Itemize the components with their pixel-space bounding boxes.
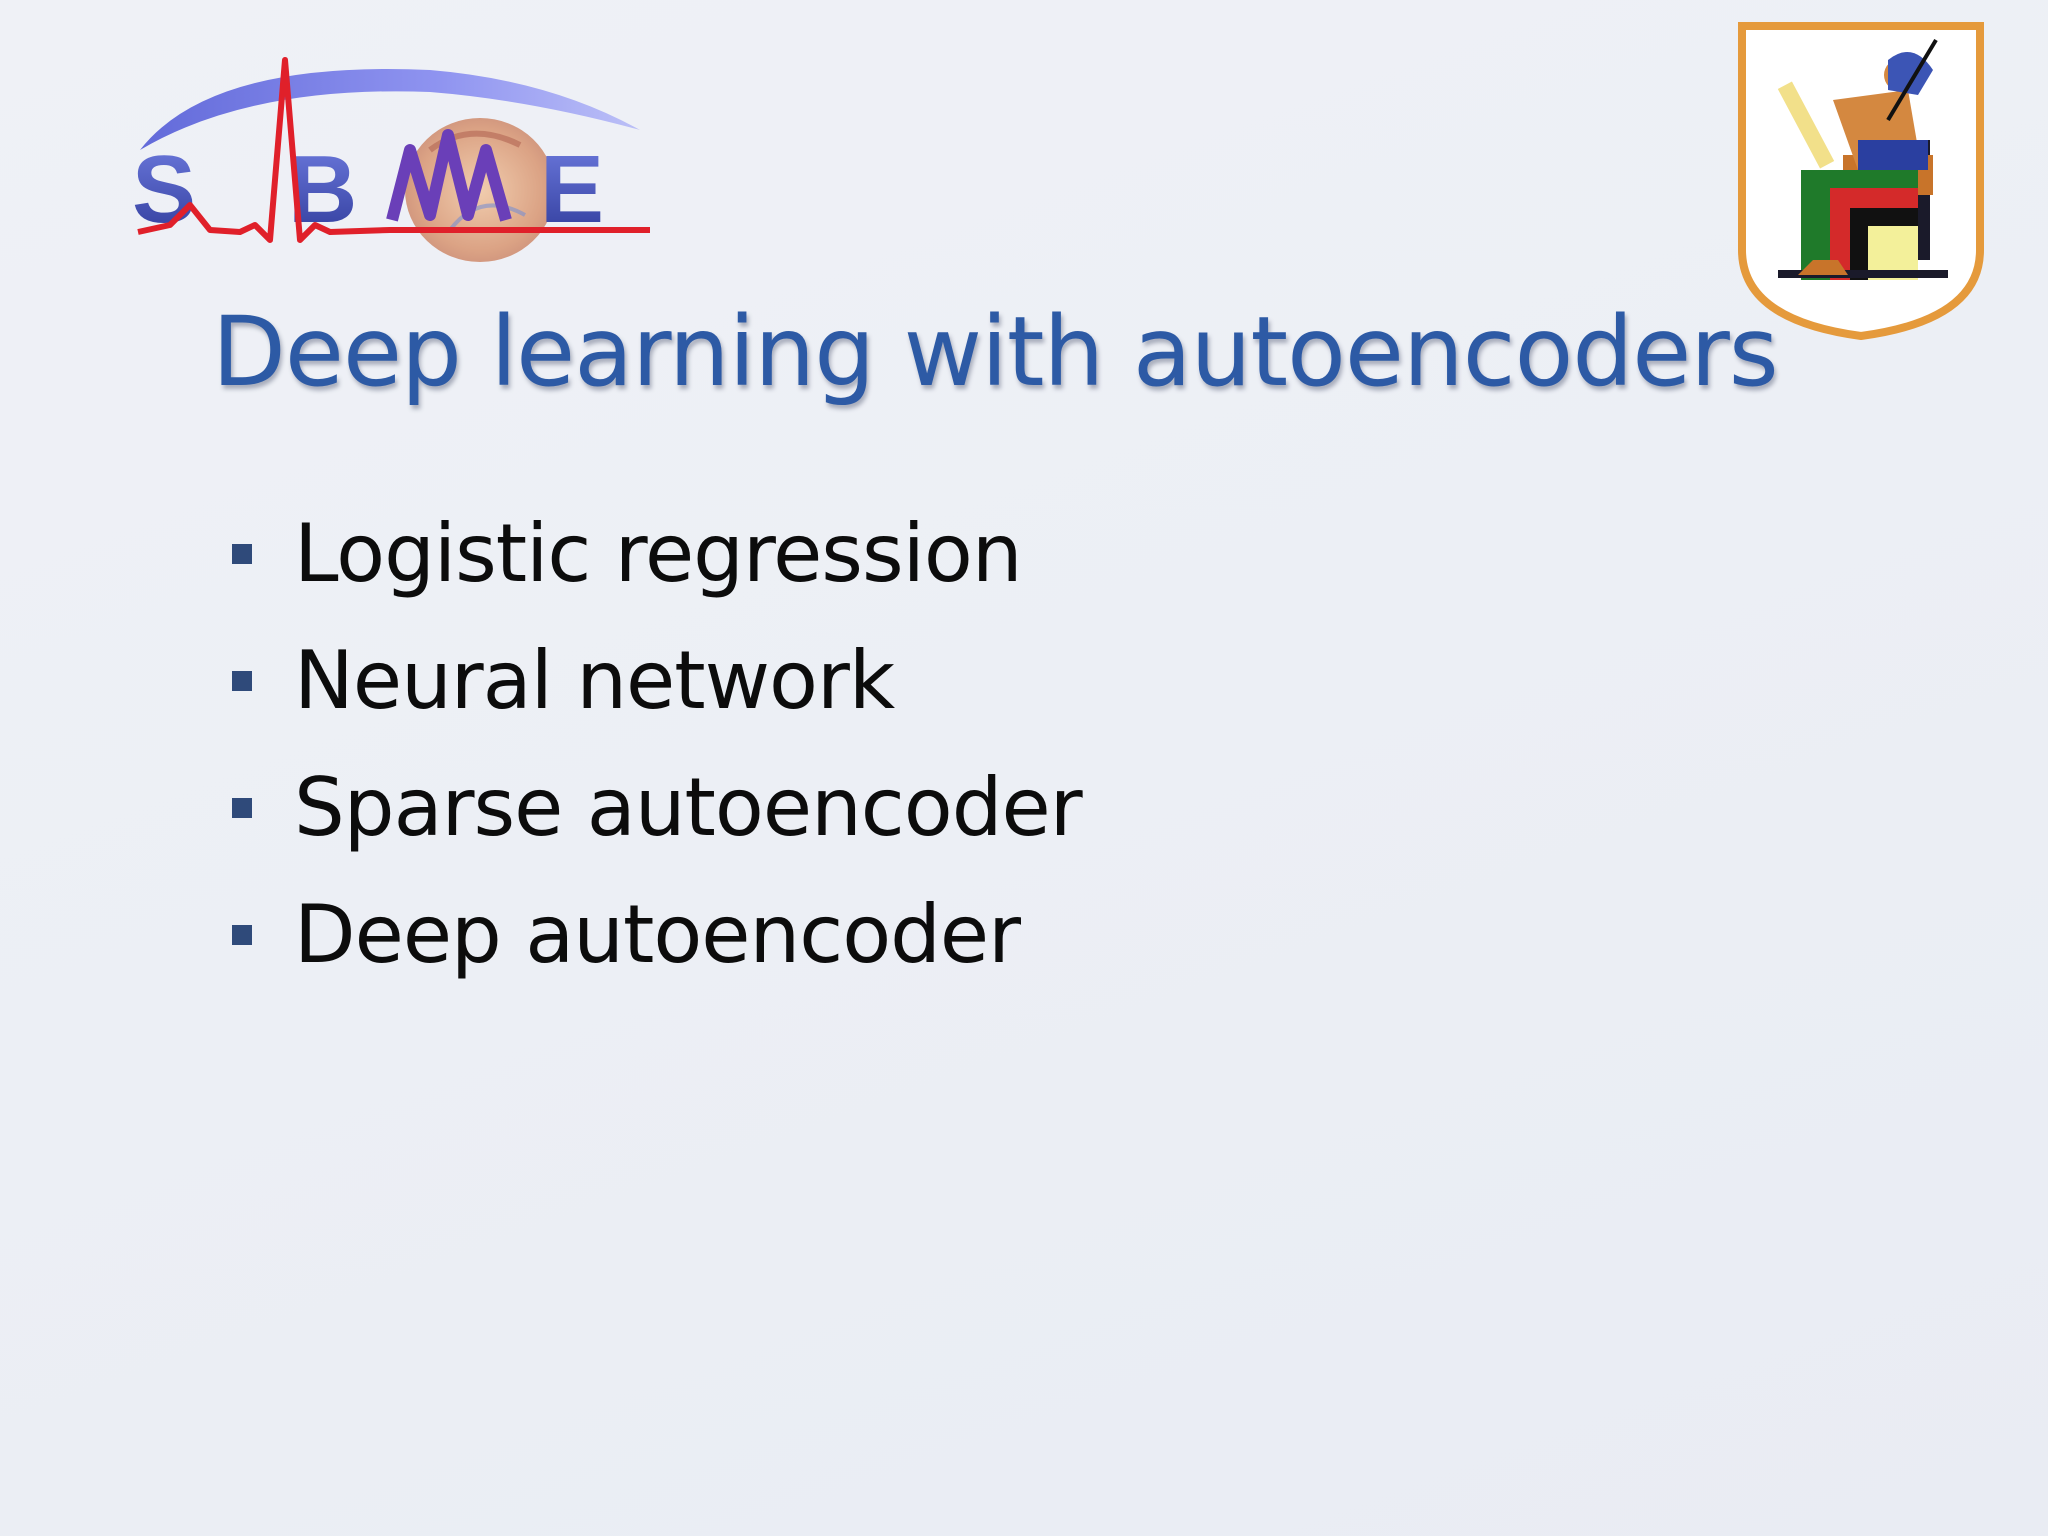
list-item: Deep autoencoder [232,871,1082,998]
bullet-square-icon [232,797,252,818]
bullet-list: Logistic regression Neural network Spars… [232,490,1083,998]
sbme-logo: S B E [132,57,650,262]
bullet-square-icon [232,670,252,691]
list-item: Neural network [232,617,1082,744]
bullet-square-icon [232,543,252,564]
bullet-text: Deep autoencoder [294,888,1021,981]
bullet-text: Sparse autoencoder [294,761,1083,854]
cairo-university-crest [1738,22,1984,341]
slide-title: Deep learning with autoencoders [212,296,1779,408]
bullet-text: Logistic regression [294,507,1023,600]
bullet-square-icon [232,924,252,945]
svg-text:E: E [540,136,604,243]
list-item: Logistic regression [232,490,1082,617]
list-item: Sparse autoencoder [232,744,1083,871]
bullet-text: Neural network [294,634,895,727]
